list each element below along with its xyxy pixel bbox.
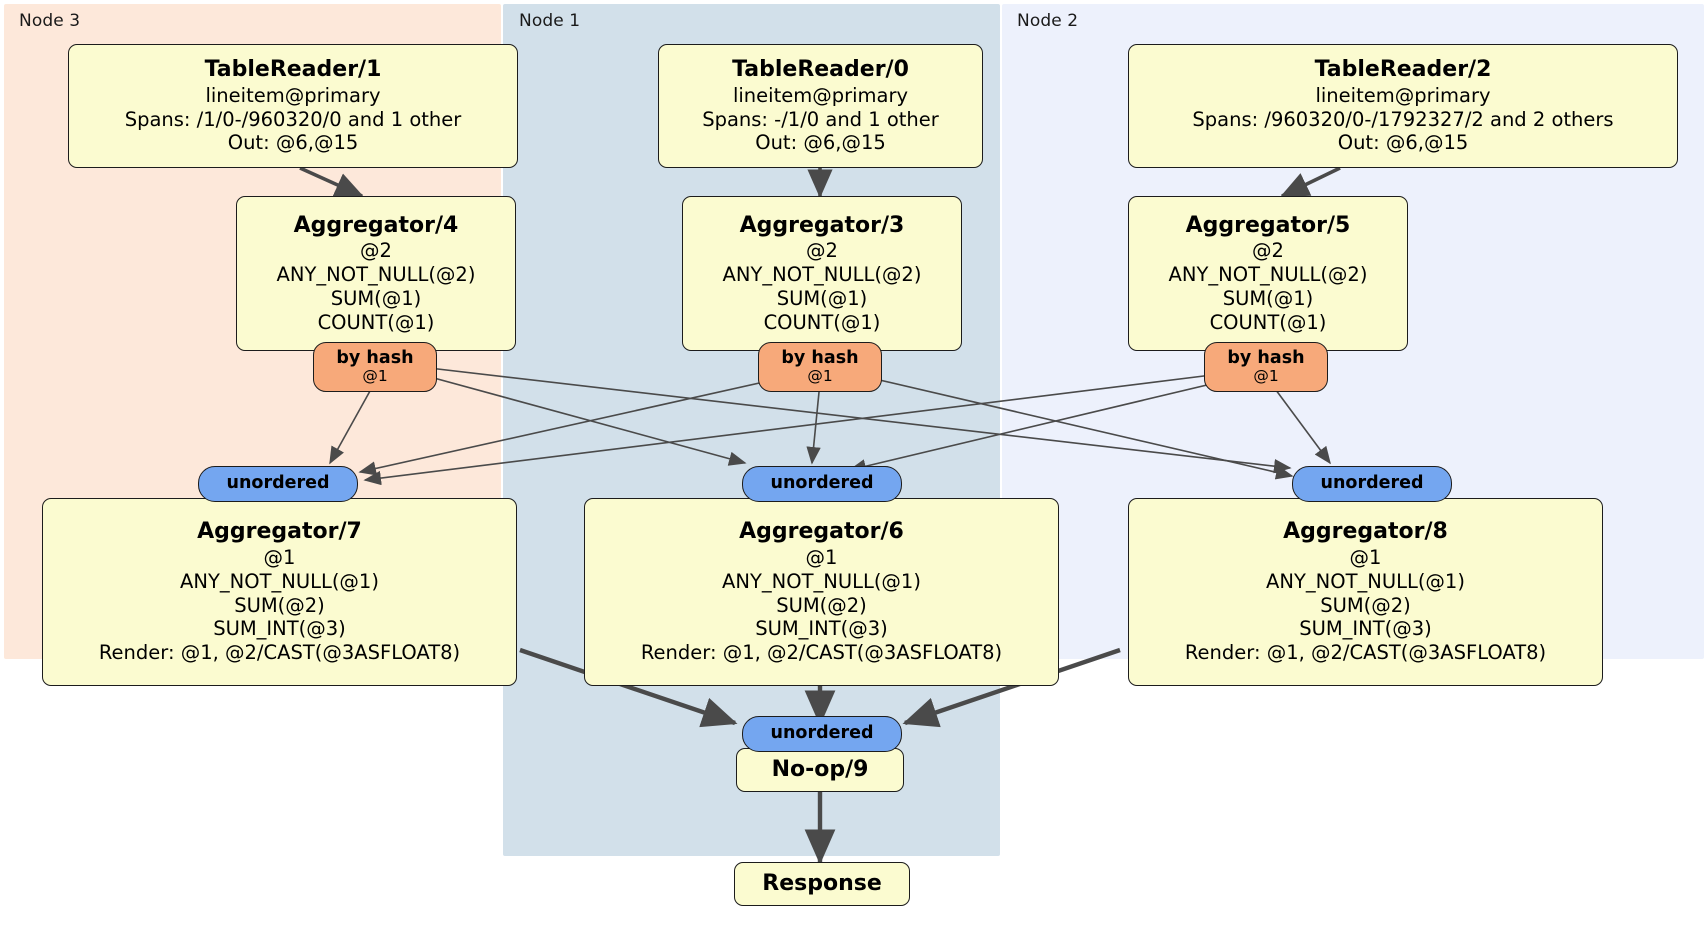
processor-detail-agg2: SUM(@1): [776, 286, 868, 310]
processor-aggregator-4[interactable]: Aggregator/4 @2 ANY_NOT_NULL(@2) SUM(@1)…: [236, 196, 516, 351]
processor-aggregator-5[interactable]: Aggregator/5 @2 ANY_NOT_NULL(@2) SUM(@1)…: [1128, 196, 1408, 351]
processor-detail-table: lineitem@primary: [205, 83, 381, 107]
processor-detail-out: Out: @6,@15: [227, 131, 359, 155]
processor-table-reader-2[interactable]: TableReader/2 lineitem@primary Spans: /9…: [1128, 44, 1678, 168]
processor-detail-agg2: SUM(@1): [330, 286, 422, 310]
node-label-node3: Node 3: [19, 11, 81, 31]
node-label-node1: Node 1: [519, 11, 581, 31]
processor-detail-out: Out: @6,@15: [1337, 131, 1469, 155]
processor-detail-agg3: COUNT(@1): [1209, 310, 1327, 334]
processor-aggregator-7[interactable]: Aggregator/7 @1 ANY_NOT_NULL(@1) SUM(@2)…: [42, 498, 517, 686]
processor-detail-render: Render: @1, @2/CAST(@3ASFLOAT8): [1184, 641, 1547, 665]
processor-noop-9[interactable]: No-op/9: [736, 748, 904, 792]
synchronizer-kind-label: unordered: [770, 473, 874, 494]
processor-detail-groupcol: @2: [806, 239, 838, 263]
processor-detail-spans: Spans: /960320/0-/1792327/2 and 2 others: [1192, 107, 1614, 131]
synchronizer-kind-label: unordered: [770, 723, 874, 744]
processor-detail-agg2: SUM(@2): [234, 593, 325, 617]
input-synchronizer-unordered-final[interactable]: unordered: [742, 716, 902, 752]
processor-aggregator-8[interactable]: Aggregator/8 @1 ANY_NOT_NULL(@1) SUM(@2)…: [1128, 498, 1603, 686]
processor-detail-agg3: COUNT(@1): [763, 310, 881, 334]
processor-title: Aggregator/6: [739, 519, 904, 545]
processor-title: Aggregator/3: [739, 212, 905, 238]
processor-title: Response: [762, 870, 882, 896]
output-router-by-hash-left[interactable]: by hash @1: [313, 342, 437, 392]
processor-title: TableReader/0: [732, 56, 909, 82]
processor-detail-agg1: ANY_NOT_NULL(@1): [1266, 569, 1465, 593]
processor-title: Aggregator/8: [1283, 519, 1448, 545]
processor-aggregator-3[interactable]: Aggregator/3 @2 ANY_NOT_NULL(@2) SUM(@1)…: [682, 196, 962, 351]
processor-detail-agg2: SUM(@1): [1222, 286, 1314, 310]
input-synchronizer-unordered-right[interactable]: unordered: [1292, 466, 1452, 502]
output-router-by-hash-mid[interactable]: by hash @1: [758, 342, 882, 392]
router-column-label: @1: [807, 367, 833, 386]
processor-title: Aggregator/4: [293, 212, 459, 238]
processor-detail-agg3: SUM_INT(@3): [755, 617, 888, 641]
processor-detail-agg3: SUM_INT(@3): [213, 617, 346, 641]
processor-detail-agg1: ANY_NOT_NULL(@1): [180, 569, 379, 593]
processor-title: Aggregator/7: [197, 519, 362, 545]
processor-detail-agg1: ANY_NOT_NULL(@2): [722, 263, 922, 287]
processor-detail-render: Render: @1, @2/CAST(@3ASFLOAT8): [640, 641, 1003, 665]
router-kind-label: by hash: [1227, 347, 1305, 368]
processor-detail-agg1: ANY_NOT_NULL(@1): [722, 569, 921, 593]
input-synchronizer-unordered-mid[interactable]: unordered: [742, 466, 902, 502]
processor-title: TableReader/1: [204, 56, 382, 82]
processor-title: No-op/9: [771, 756, 869, 782]
router-column-label: @1: [362, 367, 388, 386]
router-kind-label: by hash: [781, 347, 859, 368]
processor-detail-agg2: SUM(@2): [1320, 593, 1411, 617]
processor-detail-table: lineitem@primary: [1315, 83, 1491, 107]
processor-aggregator-6[interactable]: Aggregator/6 @1 ANY_NOT_NULL(@1) SUM(@2)…: [584, 498, 1059, 686]
synchronizer-kind-label: unordered: [226, 473, 330, 494]
processor-detail-agg1: ANY_NOT_NULL(@2): [276, 263, 476, 287]
processor-detail-groupcol: @1: [805, 545, 838, 569]
processor-detail-groupcol: @2: [1252, 239, 1284, 263]
processor-title: TableReader/2: [1314, 56, 1492, 82]
processor-title: Aggregator/5: [1185, 212, 1351, 238]
processor-table-reader-0[interactable]: TableReader/0 lineitem@primary Spans: -/…: [658, 44, 983, 168]
processor-detail-out: Out: @6,@15: [755, 131, 886, 155]
processor-detail-spans: Spans: /1/0-/960320/0 and 1 other: [124, 107, 462, 131]
processor-detail-spans: Spans: -/1/0 and 1 other: [702, 107, 939, 131]
output-router-by-hash-right[interactable]: by hash @1: [1204, 342, 1328, 392]
processor-detail-table: lineitem@primary: [732, 83, 909, 107]
router-column-label: @1: [1253, 367, 1279, 386]
synchronizer-kind-label: unordered: [1320, 473, 1424, 494]
processor-detail-render: Render: @1, @2/CAST(@3ASFLOAT8): [98, 641, 461, 665]
processor-detail-groupcol: @2: [360, 239, 392, 263]
router-kind-label: by hash: [336, 347, 414, 368]
processor-detail-agg2: SUM(@2): [776, 593, 867, 617]
processor-response[interactable]: Response: [734, 862, 910, 906]
processor-table-reader-1[interactable]: TableReader/1 lineitem@primary Spans: /1…: [68, 44, 518, 168]
node-label-node2: Node 2: [1017, 11, 1079, 31]
input-synchronizer-unordered-left[interactable]: unordered: [198, 466, 358, 502]
processor-detail-groupcol: @1: [263, 545, 296, 569]
processor-detail-agg3: SUM_INT(@3): [1299, 617, 1432, 641]
processor-detail-agg3: COUNT(@1): [317, 310, 435, 334]
processor-detail-agg1: ANY_NOT_NULL(@2): [1168, 263, 1368, 287]
processor-detail-groupcol: @1: [1349, 545, 1382, 569]
